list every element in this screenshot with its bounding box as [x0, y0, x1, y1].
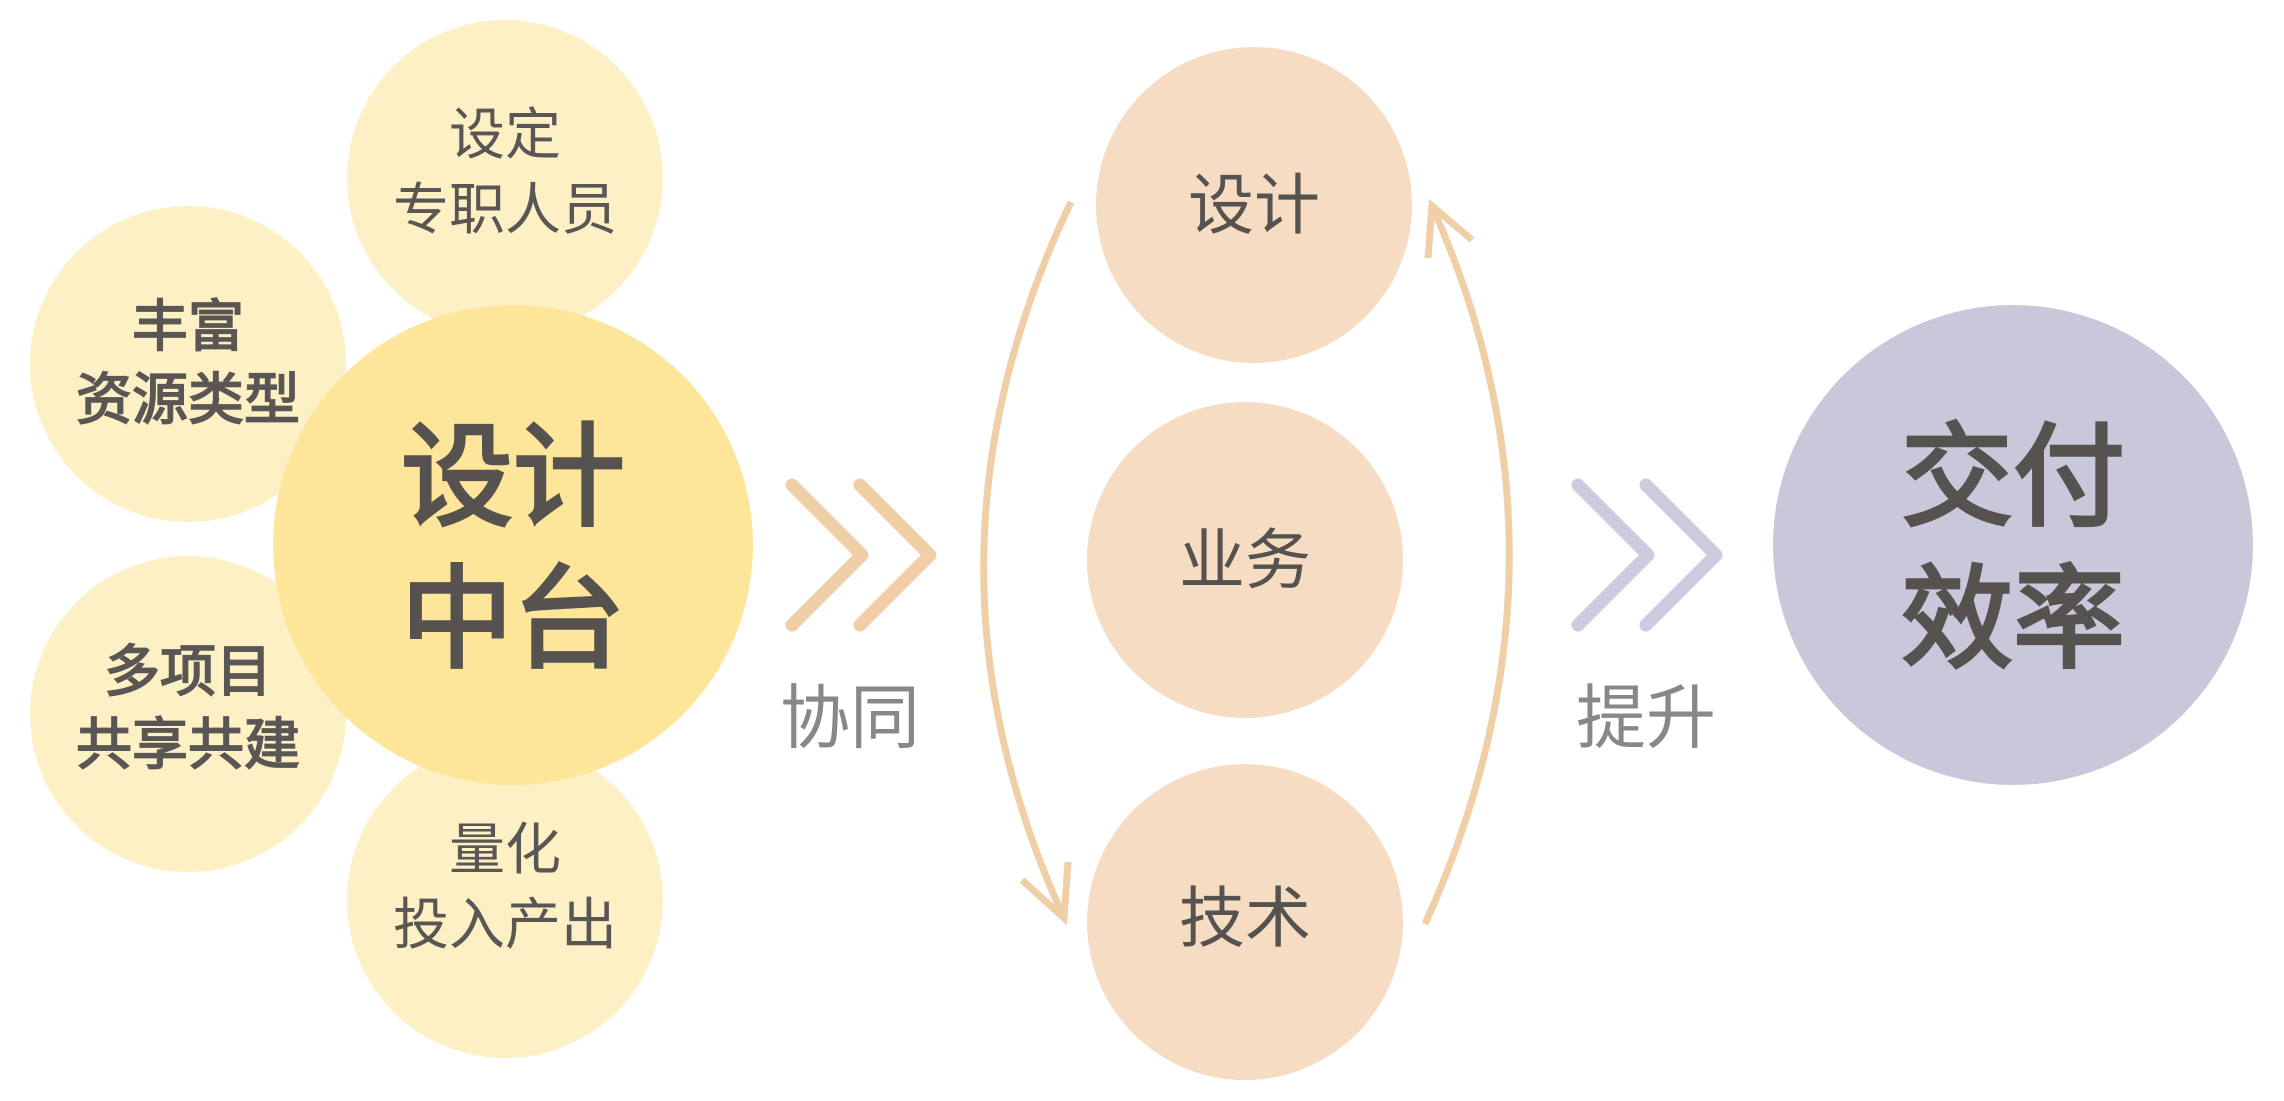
arrowhead-down-icon — [1019, 861, 1072, 926]
arc-up-arrow — [1421, 204, 1513, 926]
result-label: 提升 — [1576, 677, 1716, 759]
hub-text: 设计 — [401, 413, 625, 543]
petal-text: 量化 — [449, 818, 561, 883]
svg-text:交付: 交付 — [1901, 413, 2125, 543]
collab-item-text: 业务 — [1179, 522, 1311, 599]
petal-multi-project: 多项目 共享共建 — [30, 556, 346, 872]
petal-text: 丰富 — [132, 295, 244, 360]
svg-text:效率: 效率 — [1901, 555, 2125, 685]
svg-text:中台: 中台 — [401, 555, 625, 685]
collab-item-business: 业务 — [1087, 402, 1403, 718]
cycle-arrows — [980, 198, 1513, 926]
svg-text:丰富: 丰富 — [132, 295, 244, 360]
petal-text: 专职人员 — [393, 178, 617, 243]
hub-text: 中台 — [401, 555, 625, 685]
svg-text:协同: 协同 — [780, 677, 920, 759]
svg-text:业务: 业务 — [1179, 522, 1311, 599]
result-text: 效率 — [1901, 555, 2125, 685]
chevron-right-icon — [1571, 478, 1723, 632]
svg-text:投入产出: 投入产出 — [393, 893, 617, 958]
collab-item-tech: 技术 — [1087, 764, 1403, 1080]
collab-item-text: 技术 — [1179, 880, 1311, 957]
arrowhead-up-icon — [1424, 198, 1475, 259]
petal-quantify-output: 量化 投入产出 — [347, 742, 663, 1058]
result-text: 交付 — [1901, 413, 2125, 543]
arc-down-arrow — [980, 200, 1075, 920]
svg-text:设计: 设计 — [401, 413, 625, 543]
collab-item-text: 设计 — [1188, 167, 1320, 244]
svg-text:多项目: 多项目 — [104, 640, 272, 705]
petal-resource-types: 丰富 资源类型 — [30, 206, 346, 522]
petal-text: 投入产出 — [393, 893, 617, 958]
svg-text:资源类型: 资源类型 — [76, 368, 300, 433]
result-circle: 交付 效率 — [1773, 305, 2253, 785]
svg-text:共享共建: 共享共建 — [76, 713, 300, 778]
svg-text:设定: 设定 — [449, 103, 561, 168]
svg-text:设计: 设计 — [1188, 167, 1320, 244]
svg-text:技术: 技术 — [1179, 880, 1311, 957]
petal-text: 共享共建 — [76, 713, 300, 778]
svg-text:量化: 量化 — [449, 818, 561, 883]
collab-label: 协同 — [780, 677, 920, 759]
collab-item-design: 设计 — [1096, 47, 1412, 363]
chevron-right-icon — [785, 478, 937, 632]
petal-dedicated-staff: 设定 专职人员 — [347, 20, 663, 336]
svg-text:专职人员: 专职人员 — [393, 178, 617, 243]
petal-text: 资源类型 — [76, 368, 300, 433]
svg-text:提升: 提升 — [1576, 677, 1716, 759]
hub-center: 设计 中台 — [273, 305, 753, 785]
petal-text: 设定 — [449, 103, 561, 168]
petal-text: 多项目 — [104, 640, 272, 705]
